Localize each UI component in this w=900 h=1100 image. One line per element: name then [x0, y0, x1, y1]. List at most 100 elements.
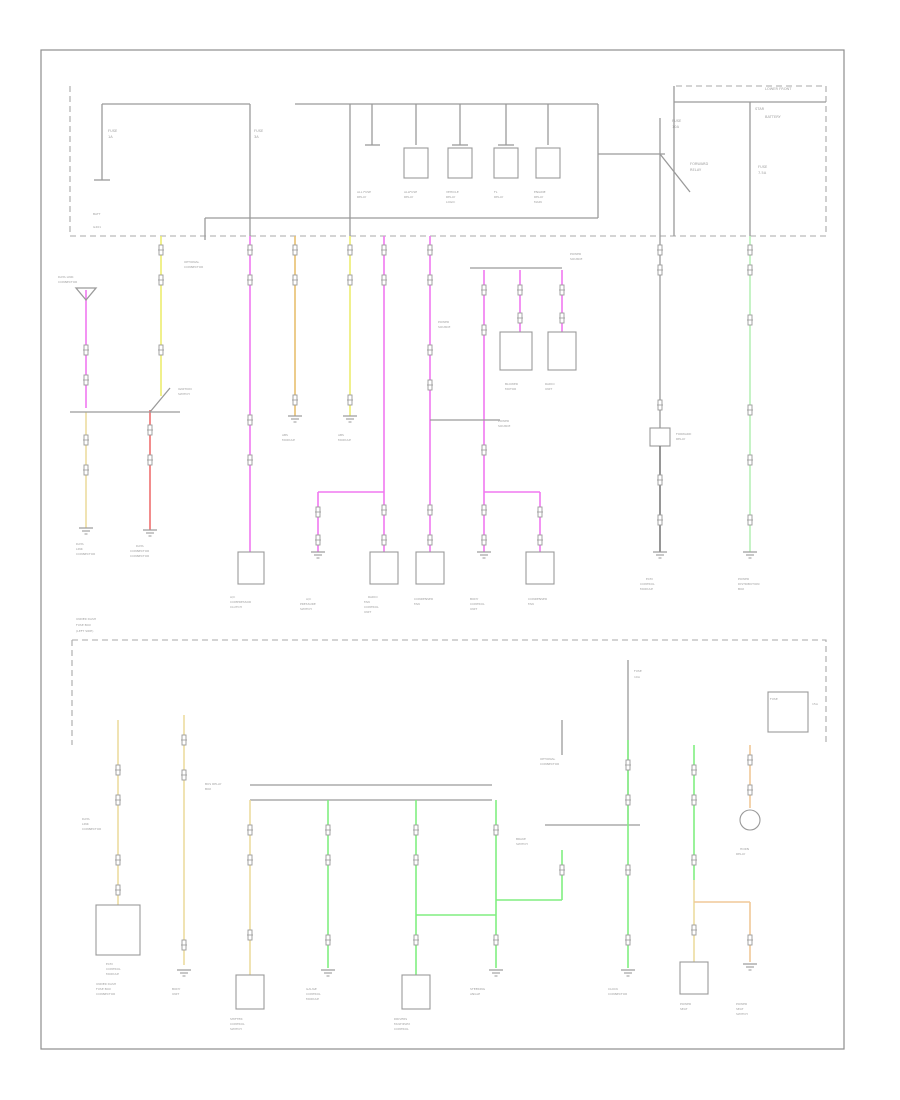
component-label: UNIT [470, 607, 477, 611]
component-box [401, 974, 431, 1010]
component-label: UNDER DASH [76, 617, 96, 621]
component-label: CONTROL [230, 1022, 245, 1026]
component-box [415, 551, 445, 585]
component-label: SWITCH [230, 1027, 242, 1031]
ground-icon [320, 969, 336, 977]
component-label: CONDENSER [414, 597, 433, 601]
component-box [235, 974, 265, 1010]
wire [72, 639, 827, 745]
component-label: POWER [736, 1002, 747, 1006]
component-box [547, 331, 577, 371]
component-label: BUS RELAY [205, 782, 222, 786]
connector-icon [324, 824, 332, 836]
component-label: RELAY [690, 168, 702, 172]
component-label: PRESSURE [300, 602, 316, 606]
component-label: FL [494, 190, 498, 194]
component-label: SWITCH [178, 392, 190, 396]
component-label: POWER [738, 577, 749, 581]
component-label: 15A [812, 702, 819, 706]
connector-icon [291, 274, 299, 286]
component-label: SWITCH [516, 842, 528, 846]
connector-icon [180, 769, 188, 781]
component-label: COMPRESSOR [230, 600, 251, 604]
component-label: OPTIONAL [540, 757, 556, 761]
ground-icon [476, 551, 492, 559]
connector-icon [157, 344, 165, 356]
component-label: FUSE [634, 669, 642, 673]
connector-icon [558, 864, 566, 876]
connector-icon [246, 414, 254, 426]
wire [659, 153, 691, 193]
connector-icon [746, 934, 754, 946]
connector-icon [480, 284, 488, 296]
component-label: MODULE [306, 997, 319, 1001]
component-label: A/C [230, 595, 235, 599]
component-label: CONTROL [640, 582, 655, 586]
lower-connectors [114, 734, 754, 951]
connector-icon [314, 506, 322, 518]
component-label: SWITCH [300, 607, 312, 611]
connector-icon [516, 284, 524, 296]
component-label: ECM [106, 962, 113, 966]
component-label: RADIO [545, 382, 555, 386]
ground-icon [176, 969, 192, 977]
component-label: ECM [646, 577, 653, 581]
connector-icon [246, 244, 254, 256]
component-label: DATA [136, 544, 145, 548]
ground-icon [488, 969, 504, 977]
component-label: UNIT [172, 992, 179, 996]
connector-icon [324, 854, 332, 866]
ground-icon [78, 527, 94, 535]
component-label: SHIFTER [230, 1017, 243, 1021]
component-label: FUSE [672, 119, 682, 123]
component-label: DISTRIBUTION [738, 582, 759, 586]
ground-icon [142, 529, 158, 537]
component-label: CONNECTOR [82, 827, 101, 831]
connector-icon [656, 244, 664, 256]
connector-icon [426, 379, 434, 391]
component-label: CONNECTOR [540, 762, 559, 766]
connector-icon [426, 504, 434, 516]
component-label: LOGIC [446, 200, 455, 204]
connector-icon [180, 939, 188, 951]
component-box [493, 147, 519, 179]
component-label: FUSE BOX [96, 987, 111, 991]
upper-wiring: IGNITION SWITCH BLOWER MOTOR RADIO UNIT … [58, 236, 751, 552]
connector-icon [480, 504, 488, 516]
component-label: MODULE [640, 587, 653, 591]
connector-icon [656, 264, 664, 276]
wire [69, 85, 827, 237]
component-label: RADIO [368, 595, 378, 599]
connector-icon [426, 344, 434, 356]
connector-icon [314, 534, 322, 546]
component-label: BODY [470, 597, 479, 601]
connector-icon [246, 929, 254, 941]
component-label: LINK [76, 547, 84, 551]
component-label: BLOWER [505, 382, 518, 386]
connector-icon [412, 934, 420, 946]
component-label: SOURCE [438, 325, 450, 329]
component-label: POWER [438, 320, 449, 324]
component-label: POWER [570, 252, 581, 256]
connector-icon [426, 534, 434, 546]
connector-icon [114, 794, 122, 806]
connector-icon [656, 514, 664, 526]
component-label: 3A [254, 135, 259, 139]
component-label: MULTIPLEX [394, 1022, 410, 1026]
component-label: CONNECTOR [130, 554, 149, 558]
connector-icon [346, 274, 354, 286]
connector-icon [492, 824, 500, 836]
connector-icon [380, 274, 388, 286]
component-box [499, 331, 533, 371]
component-box [535, 147, 561, 179]
component-label: SWITCH [736, 1012, 748, 1016]
connector-icon [291, 244, 299, 256]
component-box [525, 551, 555, 585]
ground-icon [742, 551, 758, 559]
connector-icon [180, 734, 188, 746]
component-label: CLOCK [608, 987, 619, 991]
component-label: BATTERY [765, 115, 782, 119]
component-label: RELAY [404, 195, 414, 199]
component-label: CONTROL [470, 602, 485, 606]
component-label: CONNECTOR [608, 992, 627, 996]
